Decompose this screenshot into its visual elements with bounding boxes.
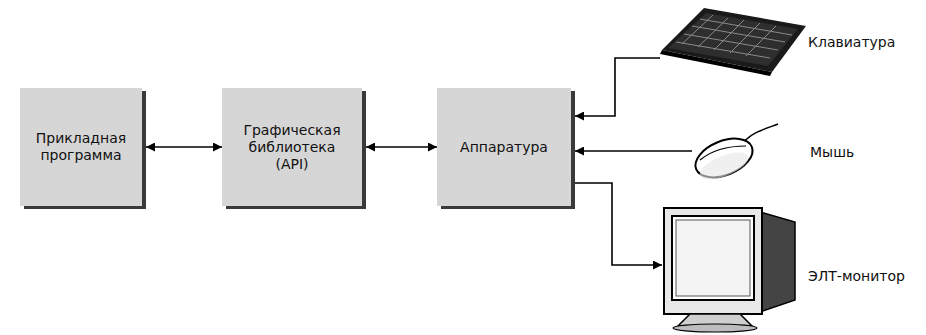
crt-monitor-picture xyxy=(664,208,795,332)
process-box: Графическая библиотека (API) xyxy=(222,88,362,206)
mouse-picture xyxy=(690,124,778,185)
connector-arrow xyxy=(575,58,660,116)
connector-arrow xyxy=(575,183,662,265)
connector-arrow xyxy=(146,146,222,148)
process-box: Прикладная программа xyxy=(20,88,142,206)
device-label: Мышь xyxy=(810,144,854,161)
box-label: Прикладная программа xyxy=(32,130,130,164)
device-label: Клавиатура xyxy=(808,34,895,51)
device-node: Мышь xyxy=(690,124,840,182)
connector-arrow xyxy=(366,146,437,148)
box-label: Графическая библиотека (API) xyxy=(234,122,350,173)
keyboard-picture xyxy=(660,8,806,76)
box-label: Аппаратура xyxy=(460,139,548,156)
device-node: ЭЛТ-монитор xyxy=(660,206,890,330)
connector-arrow xyxy=(575,150,692,152)
device-node: Клавиатура xyxy=(660,8,872,78)
process-box: Аппаратура xyxy=(437,88,571,206)
device-label: ЭЛТ-монитор xyxy=(808,268,905,285)
